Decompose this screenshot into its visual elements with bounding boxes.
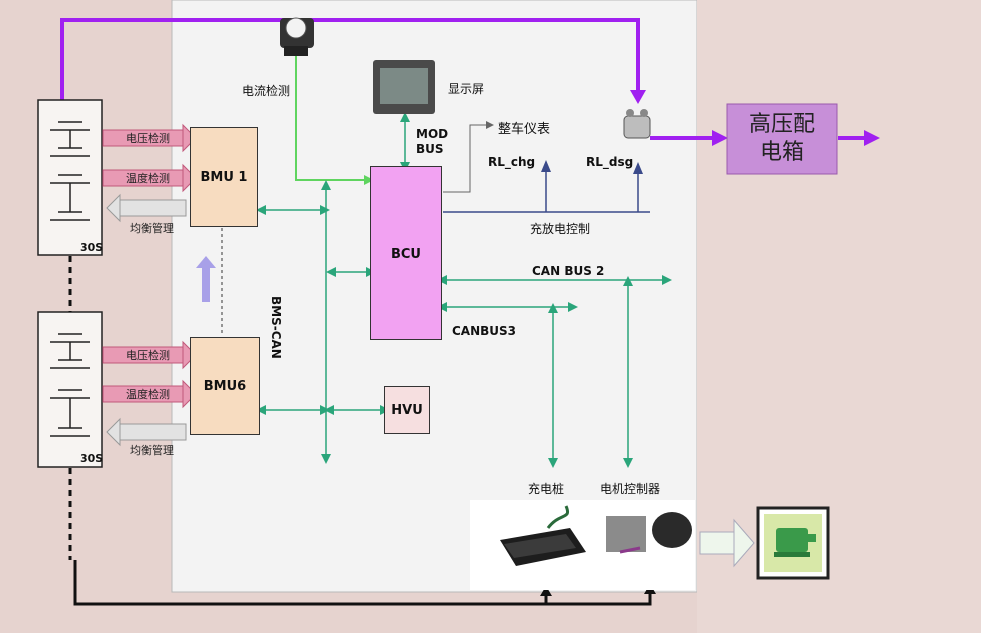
display-label: 显示屏: [448, 82, 485, 96]
power-arrow-down: [630, 90, 646, 104]
hv-box-label: 高压配 电箱: [748, 112, 815, 165]
bms-can-bus: [256, 112, 672, 468]
bmu6-box: BMU6: [190, 337, 260, 435]
charge-discharge-control-label: 充放电控制: [530, 222, 591, 236]
hvu-box: HVU: [384, 386, 430, 434]
mod-bus-label: MOD BUS: [416, 127, 449, 156]
contactor-icon: [623, 109, 651, 139]
motor-controller-icon: [606, 512, 692, 554]
power-line: [60, 18, 640, 100]
rl-chg-label: RL_chg: [488, 155, 536, 169]
bcu-box: BCU: [370, 166, 442, 340]
balance-arrow-6: [106, 417, 187, 447]
meter-line: [443, 124, 488, 193]
temp-arrow-1: [102, 163, 197, 193]
current-sensor-icon: [280, 17, 314, 56]
bmu6-temp-label: 温度检测: [126, 387, 170, 401]
charger-icon: [500, 505, 586, 566]
vehicle-meter-label: 整车仪表: [498, 122, 551, 137]
bmu6-balance-label: 均衡管理: [130, 443, 174, 457]
battery-pack-1: [37, 99, 103, 256]
daisy-chain-up-arrow: [196, 256, 216, 302]
bmu1-voltage-label: 电压检测: [126, 131, 170, 145]
pack6-count: 30S: [80, 452, 104, 465]
hv-box: [726, 103, 838, 175]
current-sense-arrow: [364, 175, 374, 185]
motor-icon: [756, 506, 830, 580]
rl-dsg-label: RL_dsg: [586, 155, 634, 169]
control-lines: [443, 160, 650, 213]
bmu1-balance-label: 均衡管理: [130, 221, 174, 235]
current-sense-line: [295, 55, 368, 181]
charger-label: 充电桩: [528, 482, 565, 496]
balance-arrow-1: [106, 193, 187, 223]
canbus3-label: CANBUS3: [452, 324, 517, 338]
power-arrow-hv: [712, 130, 728, 146]
pack1-count: 30S: [80, 241, 104, 254]
bms-can-label: BMS-CAN: [269, 296, 283, 359]
bmu1-box: BMU 1: [190, 127, 258, 227]
bmu6-voltage-label: 电压检测: [126, 348, 170, 362]
power-arrow-out: [864, 130, 880, 146]
current-detect-label: 电流检测: [242, 84, 291, 98]
voltage-arrow-6: [102, 340, 197, 370]
temp-arrow-6: [102, 379, 197, 409]
can-bus2-label: CAN BUS 2: [532, 264, 605, 278]
battery-cells-6: [50, 333, 90, 437]
bmu1-temp-label: 温度检测: [126, 171, 170, 185]
motor-arrow: [699, 518, 755, 568]
motor-controller-label: 电机控制器: [600, 482, 661, 496]
display-screen-icon: [373, 60, 435, 114]
return-line: [73, 560, 652, 606]
voltage-arrow-1: [102, 123, 197, 153]
battery-cells-1: [50, 121, 90, 221]
